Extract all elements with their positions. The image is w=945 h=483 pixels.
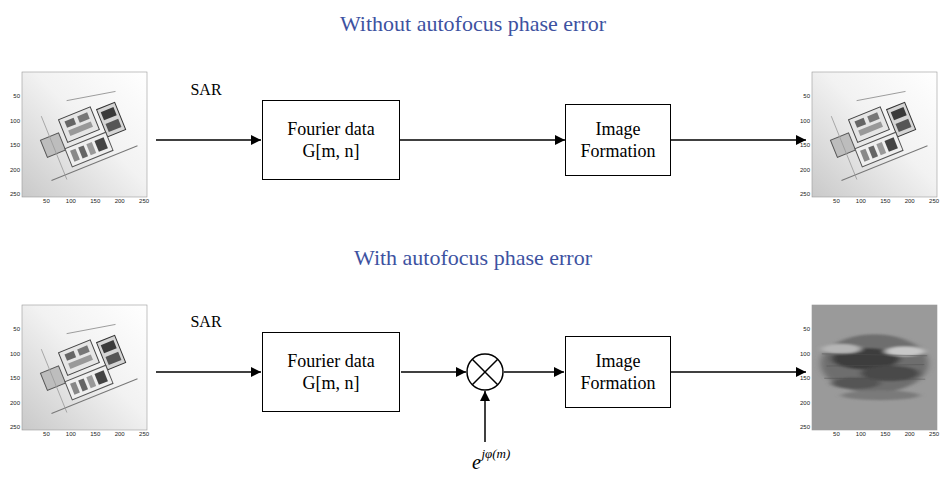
axis-tick: 50 <box>833 198 840 204</box>
box-label: Image Formation <box>573 350 663 395</box>
axis-tick: 200 <box>800 167 810 173</box>
axis-tick: 250 <box>139 198 149 204</box>
axis-tick: 50 <box>43 431 50 437</box>
axis-tick: 100 <box>856 431 866 437</box>
axis-tick: 50 <box>803 93 810 99</box>
axis-tick: 200 <box>800 400 810 406</box>
axis-tick: 50 <box>43 198 50 204</box>
axis-tick: 150 <box>880 431 890 437</box>
axis-tick: 50 <box>13 93 20 99</box>
axis-tick: 100 <box>800 351 810 357</box>
process-box: Image Formation <box>565 104 671 176</box>
axis-tick: 200 <box>10 400 20 406</box>
box-label: Fourier data G[m, n] <box>277 350 385 395</box>
axis-tick: 200 <box>905 431 915 437</box>
phase-term: e <box>472 451 481 474</box>
sar-image <box>22 305 147 430</box>
axis-tick: 100 <box>66 431 76 437</box>
section-heading: With autofocus phase error <box>354 245 592 271</box>
axis-tick: 50 <box>833 431 840 437</box>
signal-label: SAR <box>190 313 221 331</box>
defocused-image <box>812 305 937 430</box>
axis-tick: 100 <box>10 351 20 357</box>
box-label: Fourier data G[m, n] <box>277 118 385 163</box>
axis-tick: 150 <box>10 375 20 381</box>
axis-tick: 200 <box>115 198 125 204</box>
axis-tick: 250 <box>139 431 149 437</box>
sar-image <box>22 72 147 197</box>
phase-exponent: jφ(m) <box>481 446 510 462</box>
sar-image <box>812 72 937 197</box>
axis-tick: 150 <box>800 375 810 381</box>
axis-tick: 100 <box>66 198 76 204</box>
axis-tick: 200 <box>905 198 915 204</box>
axis-tick: 150 <box>880 198 890 204</box>
axis-tick: 150 <box>90 198 100 204</box>
axis-tick: 200 <box>115 431 125 437</box>
multiplier-symbol <box>467 354 503 390</box>
axis-tick: 250 <box>10 191 20 197</box>
axis-tick: 50 <box>13 326 20 332</box>
signal-label: SAR <box>190 81 221 99</box>
axis-tick: 100 <box>800 118 810 124</box>
axis-tick: 150 <box>90 431 100 437</box>
process-box: Fourier data G[m, n] <box>262 332 400 412</box>
flow-arrow <box>400 139 565 141</box>
axis-tick: 250 <box>10 424 20 430</box>
axis-tick: 150 <box>800 142 810 148</box>
box-label: Image Formation <box>573 118 663 163</box>
axis-tick: 50 <box>803 326 810 332</box>
axis-tick: 100 <box>856 198 866 204</box>
axis-tick: 150 <box>10 142 20 148</box>
axis-tick: 200 <box>10 167 20 173</box>
signal-arrows <box>156 140 806 442</box>
axis-tick: 250 <box>800 191 810 197</box>
axis-tick: 100 <box>10 118 20 124</box>
process-box: Fourier data G[m, n] <box>262 100 400 180</box>
section-heading: Without autofocus phase error <box>340 11 606 37</box>
process-box: Image Formation <box>565 336 671 408</box>
axis-tick: 250 <box>929 431 939 437</box>
axis-tick: 250 <box>800 424 810 430</box>
axis-tick: 250 <box>929 198 939 204</box>
